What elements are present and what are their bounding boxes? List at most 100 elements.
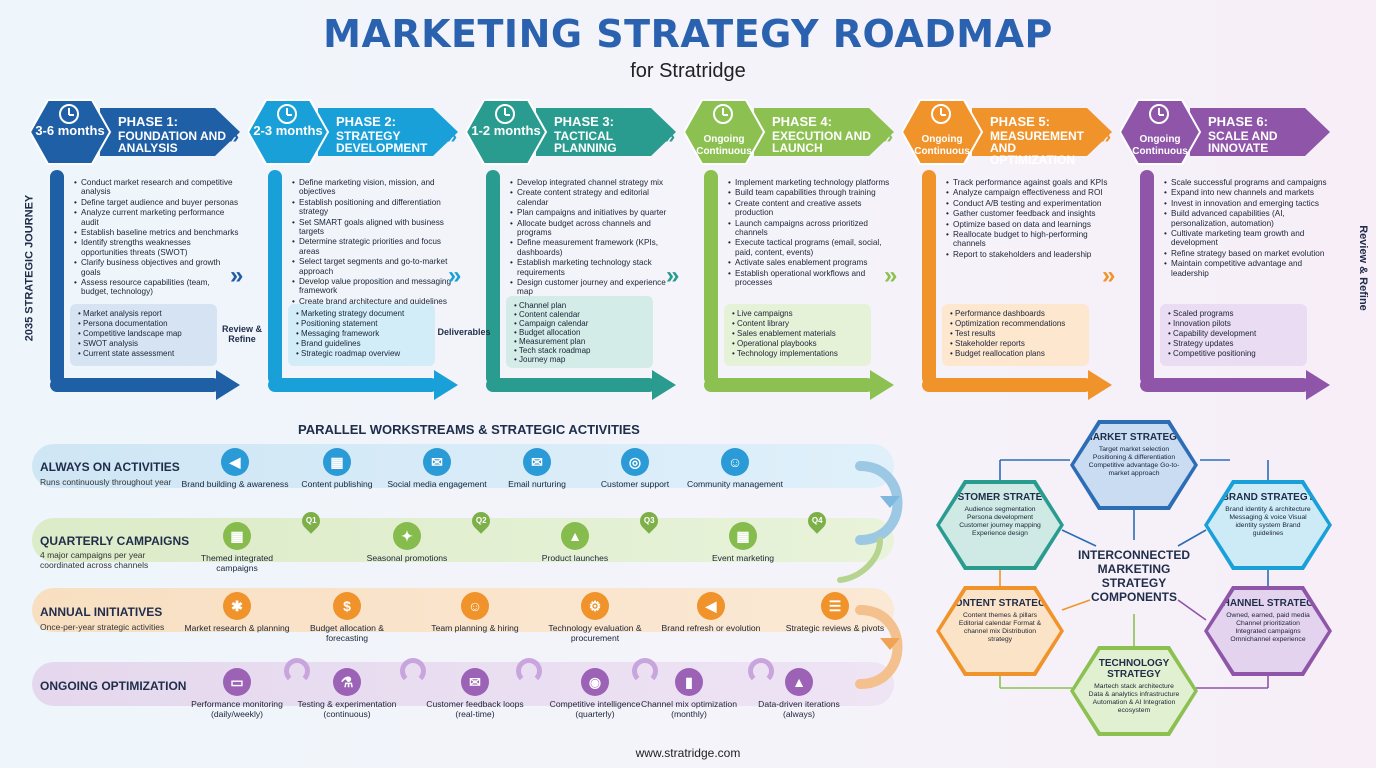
activity-item: ☺ Community management: [680, 448, 790, 489]
phase-track-bottom: [922, 378, 1092, 392]
activity-label: Brand building & awareness: [181, 479, 289, 489]
task-item: Refine strategy based on market evolutio…: [1164, 249, 1329, 259]
task-item: Establish positioning and differentiatio…: [292, 198, 457, 217]
activity-item: ✉Customer feedback loops (real-time): [420, 668, 530, 719]
head-chevron-4: »: [882, 126, 894, 148]
phase-arrow-3: »: [666, 262, 680, 289]
activity-label: Themed integrated campaigns: [200, 553, 274, 573]
mix-icon: ▮: [675, 668, 703, 696]
deliverable-item: Budget reallocation plans: [950, 349, 1081, 359]
task-item: Conduct market research and competitive …: [74, 178, 239, 197]
task-item: Cultivate marketing team growth and deve…: [1164, 229, 1329, 248]
task-item: Create brand architecture and guidelines: [292, 297, 457, 307]
task-item: Create content and creative assets produ…: [728, 199, 893, 218]
phase-tasks: Conduct market research and competitive …: [74, 178, 239, 298]
deliverable-item: Technology implementations: [732, 349, 863, 359]
phase-duration: 3-6 months: [35, 123, 105, 138]
clock-icon: [713, 104, 733, 124]
head-chevron-2: »: [446, 126, 458, 148]
task-item: Establish marketing technology stack req…: [510, 258, 675, 277]
activity-item: ☰ Strategic reviews & pivots: [780, 592, 890, 633]
activity-item: ✦Seasonal promotions: [352, 522, 462, 563]
phase-arrow-4: »: [884, 262, 898, 289]
task-item: Identify strengths weaknesses opportunit…: [74, 238, 239, 257]
task-item: Scale successful programs and campaigns: [1164, 178, 1329, 188]
phase-deliverables: Performance dashboardsOptimization recom…: [942, 304, 1089, 366]
deliverables-label: Deliverables: [437, 327, 491, 337]
brand-icon: ◀: [697, 592, 725, 620]
phase-name: PHASE 2:STRATEGY DEVELOPMENT: [336, 114, 428, 155]
clock-icon: [495, 104, 515, 124]
phase-duration: 2-3 months: [253, 123, 323, 138]
content-strategy-node: CONTENT STRATEGY Content themes & pillar…: [936, 586, 1064, 676]
phase-hexagon: [902, 99, 984, 165]
headset-icon: ◎: [621, 448, 649, 476]
phase-track: [486, 170, 500, 385]
activity-label: Technology evaluation & procurement: [548, 623, 642, 643]
arrow-right-icon: [1306, 370, 1330, 400]
activity-item: ▦Event marketing: [688, 522, 798, 563]
activity-item: ▦Themed integrated campaigns: [182, 522, 292, 573]
always-on-band: [32, 444, 894, 488]
chat-icon: ✉: [423, 448, 451, 476]
activity-label: Competitive intelligence (quarterly): [549, 699, 641, 719]
phase-banner: [536, 108, 676, 156]
chart-icon: ▲: [785, 668, 813, 696]
task-item: Implement marketing technology platforms: [728, 178, 893, 188]
review-refine-label: Review & Refine: [221, 324, 263, 344]
activity-label: Strategic reviews & pivots: [785, 623, 885, 633]
task-item: Build advanced capabilities (AI, persona…: [1164, 209, 1329, 228]
footer-url[interactable]: www.stratridge.com: [635, 746, 741, 760]
activity-label: Performance monitoring (daily/weekly): [191, 699, 283, 719]
phase-duration: Ongoing Continuous: [914, 134, 970, 157]
loop-icon: [632, 658, 658, 684]
activity-label: Community management: [686, 479, 783, 489]
flask-icon: ⚗: [333, 668, 361, 696]
phase-arrow-2: »: [448, 262, 462, 289]
phase-banner: [100, 108, 240, 156]
phase-tasks: Implement marketing technology platforms…: [728, 178, 893, 288]
deliverable-item: Strategy updates: [1168, 339, 1299, 349]
arrow-right-icon: [216, 370, 240, 400]
task-item: Select target segments and go-to-market …: [292, 257, 457, 276]
task-item: Report to stakeholders and leadership: [946, 250, 1111, 260]
row-desc-annual: Once-per-year strategic activities: [40, 622, 165, 632]
phase-track-bottom: [1140, 378, 1310, 392]
row-desc-always-on: Runs continuously throughout year: [40, 477, 172, 487]
community-icon: ☺: [721, 448, 749, 476]
deliverable-item: Content library: [732, 319, 863, 329]
task-item: Execute tactical programs (email, social…: [728, 238, 893, 257]
activity-item: $Budget allocation & forecasting: [292, 592, 402, 643]
deliverable-item: Innovation pilots: [1168, 319, 1299, 329]
intel-icon: ◉: [581, 668, 609, 696]
megaphone-icon: ◀: [221, 448, 249, 476]
activity-label: Product launches: [541, 553, 609, 563]
activity-label: Email nurturing: [508, 479, 566, 489]
phase-tasks: Develop integrated channel strategy mixC…: [510, 178, 675, 298]
deliverable-item: Operational playbooks: [732, 339, 863, 349]
research-icon: ✱: [223, 592, 251, 620]
monitor-icon: ▭: [223, 668, 251, 696]
email-icon: ✉: [523, 448, 551, 476]
activity-item: ◎Customer support: [580, 448, 690, 489]
brand-strategy-node: BRAND STRATEGY Brand identity & architec…: [1204, 480, 1332, 570]
deliverable-item: Persona documentation: [78, 319, 209, 329]
activity-item: ✉ Email nurturing: [482, 448, 592, 489]
phase-name: PHASE 4:EXECUTION AND LAUNCH: [772, 114, 871, 155]
phase-deliverables: Market analysis reportPersona documentat…: [70, 304, 217, 366]
clock-icon: [1149, 104, 1169, 124]
review-icon: ☰: [821, 592, 849, 620]
phase-deliverables: Channel planContent calendarCampaign cal…: [506, 296, 653, 368]
loop-icon: [748, 658, 774, 684]
task-item: Invest in innovation and emerging tactic…: [1164, 199, 1329, 209]
row-label-annual: ANNUAL INITIATIVES: [40, 605, 163, 619]
clock-icon: [931, 104, 951, 124]
task-item: Define target audience and buyer persona…: [74, 198, 239, 208]
loop-icon: [516, 658, 542, 684]
deliverable-item: Tech stack roadmap: [514, 346, 645, 355]
phase-track: [268, 170, 282, 385]
phase-track: [922, 170, 936, 385]
activity-label: Channel mix optimization (monthly): [640, 699, 737, 719]
activity-label: Social media engagement: [387, 479, 487, 489]
